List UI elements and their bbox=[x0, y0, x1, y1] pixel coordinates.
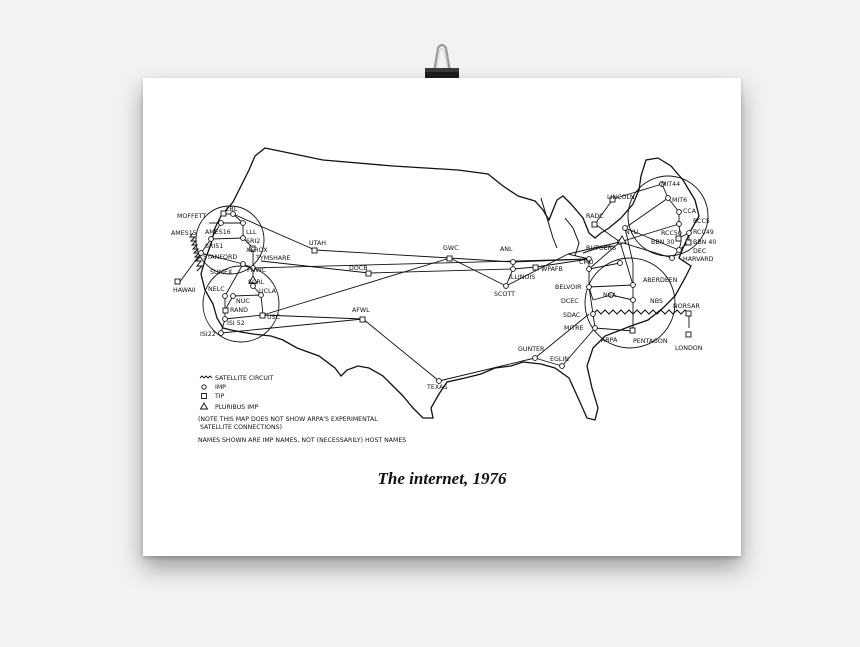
imp-legend-icon bbox=[201, 384, 207, 390]
label-london: LONDON bbox=[675, 345, 703, 352]
poster: MOFFETT LBL AMES15 AMES16 LLL SRI51 SRI2… bbox=[143, 78, 741, 556]
label-rcc5: RCC5 bbox=[693, 218, 710, 225]
label-arpa: ARPA bbox=[601, 337, 618, 344]
label-sdac: SDAC bbox=[563, 312, 581, 319]
label-moffett: MOFFETT bbox=[177, 213, 206, 220]
tip-legend-icon bbox=[201, 393, 207, 399]
label-pentagon: PENTAGON bbox=[633, 338, 668, 345]
label-isi22: ISI22 bbox=[200, 331, 216, 338]
label-sri51: SRI51 bbox=[205, 243, 223, 250]
label-scott: SCOTT bbox=[494, 291, 515, 298]
label-cca: CCA bbox=[683, 208, 697, 215]
label-lincoln: LINCOLN bbox=[607, 194, 635, 201]
label-norsar: NORSAR bbox=[673, 303, 700, 310]
label-anl: ANL bbox=[500, 246, 513, 253]
label-scrl: SCRL bbox=[248, 279, 265, 286]
region-circle-dc bbox=[584, 257, 676, 349]
label-gunter: GUNTER bbox=[518, 346, 545, 353]
region-circle-boston bbox=[627, 175, 709, 257]
label-texas: TEXAS bbox=[426, 384, 447, 391]
label-radc: RADC bbox=[586, 213, 604, 220]
label-isi52: ISI 52 bbox=[227, 320, 245, 327]
region-circle-bay-area bbox=[195, 205, 265, 275]
label-belvoir: BELVOIR bbox=[555, 284, 582, 291]
pluribus-nodes bbox=[248, 235, 627, 284]
label-bbn40: BBN 40 bbox=[693, 239, 716, 246]
network-links bbox=[178, 183, 690, 382]
label-rand: RAND bbox=[230, 307, 248, 314]
arpanet-map: MOFFETT LBL AMES15 AMES16 LLL SRI51 SRI2… bbox=[171, 147, 716, 444]
us-outline bbox=[200, 147, 700, 421]
label-stanford: STANFORD bbox=[203, 254, 237, 261]
label-illinois: ILLINOIS bbox=[509, 274, 535, 281]
label-mit44: MIT44 bbox=[661, 181, 680, 188]
label-ames16: AMES16 bbox=[205, 229, 231, 236]
label-rutgers: RUTGERS bbox=[586, 245, 616, 252]
label-dec: DEC bbox=[693, 248, 707, 255]
legend: SATELLITE CIRCUIT IMP TIP PLURIBUS IMP (… bbox=[198, 375, 406, 444]
label-aberdeen: ABERDEEN bbox=[643, 277, 678, 284]
note-line-1: (NOTE THIS MAP DOES NOT SHOW ARPA'S EXPE… bbox=[198, 416, 378, 423]
label-usc: USC bbox=[267, 314, 281, 321]
label-afwl: AFWL bbox=[352, 307, 370, 314]
legend-imp: IMP bbox=[215, 384, 226, 391]
label-sumex: SUMEX bbox=[210, 269, 233, 276]
legend-pluribus: PLURIBUS IMP bbox=[215, 404, 258, 411]
label-lbl: LBL bbox=[226, 206, 238, 213]
site-labels: MOFFETT LBL AMES15 AMES16 LLL SRI51 SRI2… bbox=[171, 181, 716, 391]
satellite-legend-icon bbox=[199, 375, 213, 379]
label-nuc: NUC bbox=[236, 298, 250, 305]
nodes bbox=[174, 181, 692, 384]
label-nbs: NBS bbox=[650, 298, 663, 305]
label-ames15: AMES15 bbox=[171, 230, 197, 237]
label-ucla: UCLA bbox=[259, 288, 277, 295]
label-hawaii: HAWAII bbox=[173, 287, 196, 294]
label-docb: DOCB bbox=[349, 265, 368, 272]
label-fnwc: FNWC bbox=[247, 267, 267, 274]
satellite-norsar bbox=[592, 309, 690, 315]
label-nyu: NYU bbox=[625, 229, 639, 236]
label-mit6: MIT6 bbox=[672, 197, 687, 204]
label-dcec: DCEC bbox=[561, 298, 579, 305]
note-line-3: NAMES SHOWN ARE IMP NAMES, NOT (NECESSAR… bbox=[198, 437, 406, 444]
great-lakes bbox=[540, 197, 614, 257]
note-line-2: SATELLITE CONNECTIONS) bbox=[200, 424, 282, 431]
label-nsa: NSA bbox=[603, 292, 617, 299]
label-utah: UTAH bbox=[309, 240, 326, 247]
legend-satellite: SATELLITE CIRCUIT bbox=[215, 375, 274, 382]
label-eglin: EGLIN bbox=[550, 356, 569, 363]
label-sri2: SRI2 bbox=[246, 238, 260, 245]
poster-caption: The internet, 1976 bbox=[377, 469, 507, 488]
label-bbn30: BBN 30 bbox=[651, 239, 674, 246]
label-nelc: NELC bbox=[208, 286, 225, 293]
label-rcc50: RCC50 bbox=[661, 230, 682, 237]
label-mitre: MITRE bbox=[564, 325, 584, 332]
label-xerox: XEROX bbox=[246, 247, 268, 254]
label-gwc: GWC bbox=[443, 245, 459, 252]
legend-tip: TIP bbox=[214, 393, 225, 400]
label-tymshare: TYMSHARE bbox=[255, 255, 291, 262]
label-cmu: CMU bbox=[579, 259, 594, 266]
label-rcc49: RCC49 bbox=[693, 229, 714, 236]
label-lll: LLL bbox=[246, 229, 257, 236]
satellite-hawaii bbox=[189, 232, 204, 272]
pluribus-legend-icon bbox=[199, 402, 209, 410]
label-harvard: HARVARD bbox=[683, 256, 714, 263]
label-wpafb: WPAFB bbox=[541, 266, 563, 273]
